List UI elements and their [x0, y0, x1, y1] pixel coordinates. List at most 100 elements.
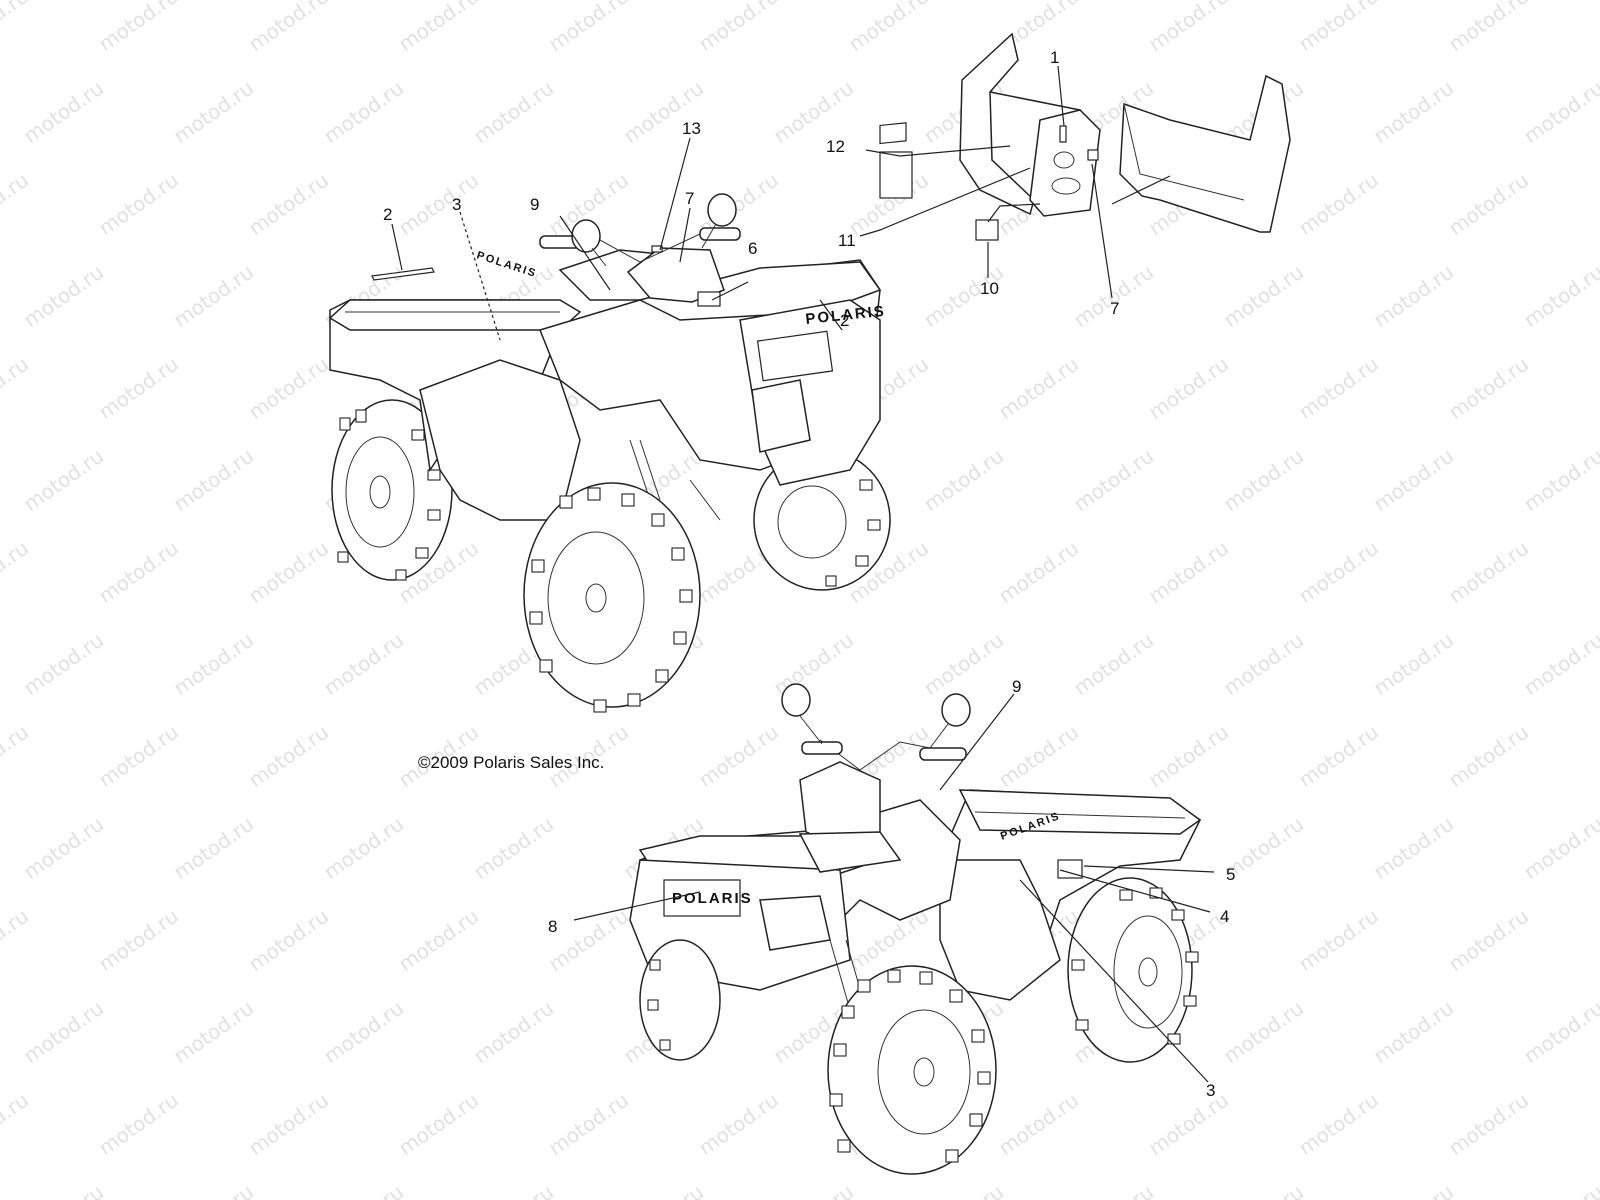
watermark-text: motod.ru: [1519, 1180, 1600, 1200]
watermark-text: motod.ru: [994, 1088, 1083, 1160]
watermark-text: motod.ru: [319, 996, 408, 1068]
callout-3-lower: 3: [1206, 1081, 1215, 1100]
callout-7-upper: 7: [685, 189, 694, 208]
watermark-text: motod.ru: [1444, 720, 1533, 792]
rear-rack: [328, 299, 582, 331]
lower-rear-wheel: [1067, 877, 1199, 1063]
watermark-text: motod.ru: [319, 76, 408, 148]
decal-7-small: [1087, 149, 1099, 161]
atv-lower-illustration: POLARIS POLARIS: [629, 683, 1202, 1175]
watermark-text: motod.ru: [19, 444, 108, 516]
watermark-text: motod.ru: [94, 720, 183, 792]
watermark-text: motod.ru: [19, 812, 108, 884]
watermark-text: motod.ru: [1444, 168, 1533, 240]
watermark-text: motod.ru: [169, 628, 258, 700]
watermark-text: motod.ru: [1444, 352, 1533, 424]
watermark-text: motod.ru: [1519, 996, 1600, 1068]
left-hood-panel: [959, 32, 1035, 216]
watermark-text: motod.ru: [1294, 904, 1383, 976]
watermark-text: motod.ru: [1519, 628, 1600, 700]
watermark-text: motod.ru: [19, 1180, 108, 1200]
watermark-text: motod.ru: [394, 168, 483, 240]
callout-5: 5: [1226, 865, 1235, 884]
watermark-text: motod.ru: [1369, 76, 1458, 148]
lower-front-near-wheel: [827, 965, 997, 1175]
callout-12: 12: [826, 137, 845, 156]
watermark-text: motod.ru: [1594, 720, 1600, 792]
watermark-text: motod.ru: [919, 444, 1008, 516]
watermark-text: motod.ru: [1294, 1088, 1383, 1160]
watermark-text: motod.ru: [994, 720, 1083, 792]
atv-upper-illustration: POLARIS POLARIS: [328, 193, 891, 713]
watermark-text: motod.ru: [1294, 536, 1383, 608]
watermark-text: motod.ru: [0, 352, 33, 424]
watermark-text: motod.ru: [394, 0, 483, 56]
callout-13: 13: [682, 119, 701, 138]
watermark-text: motod.ru: [19, 628, 108, 700]
watermark-text: motod.ru: [1594, 168, 1600, 240]
lower-left-mirror: [781, 683, 811, 717]
watermark-text: motod.ru: [1294, 168, 1383, 240]
watermark-text: motod.ru: [94, 904, 183, 976]
decal-6: [697, 291, 721, 307]
center-console: [1029, 109, 1101, 217]
watermark-text: motod.ru: [1219, 1180, 1308, 1200]
watermark-text: motod.ru: [1144, 720, 1233, 792]
watermark-text: motod.ru: [1594, 536, 1600, 608]
watermark-text: motod.ru: [1594, 352, 1600, 424]
watermark-text: motod.ru: [169, 260, 258, 332]
lower-rear-rack: [958, 789, 1202, 835]
lower-front-far-wheel: [639, 939, 721, 1061]
watermark-text: motod.ru: [469, 812, 558, 884]
watermark-text: motod.ru: [844, 0, 933, 56]
watermark-text: motod.ru: [919, 628, 1008, 700]
watermark-text: motod.ru: [1444, 536, 1533, 608]
watermark-text: motod.ru: [1294, 720, 1383, 792]
watermark-text: motod.ru: [1069, 444, 1158, 516]
watermark-text: motod.ru: [1594, 1088, 1600, 1160]
callout-3-upper: 3: [452, 195, 461, 214]
leader-lines: [391, 65, 1215, 1083]
callout-7-hood: 7: [1110, 299, 1119, 318]
right-mirror: [707, 193, 737, 227]
watermark-text: motod.ru: [1144, 536, 1233, 608]
watermark-text: motod.ru: [1219, 996, 1308, 1068]
callout-4: 4: [1220, 907, 1229, 926]
watermark-text: motod.ru: [919, 1180, 1008, 1200]
watermark-text: motod.ru: [469, 76, 558, 148]
watermark-text: motod.ru: [0, 1088, 33, 1160]
lower-side-panel: [939, 859, 1061, 1001]
right-hood-panel: [1119, 74, 1291, 233]
decal-13: [651, 245, 663, 253]
watermark-text: motod.ru: [694, 720, 783, 792]
decal-10: [975, 219, 999, 241]
watermark-text: motod.ru: [394, 1088, 483, 1160]
watermark-text: motod.ru: [469, 1180, 558, 1200]
watermark-text: motod.ru: [244, 904, 333, 976]
watermark-text: motod.ru: [1219, 260, 1308, 332]
watermark-text: motod.ru: [1369, 444, 1458, 516]
decal-5: [1057, 859, 1083, 879]
watermark-text: motod.ru: [0, 720, 33, 792]
callout-1: 1: [1050, 48, 1059, 67]
watermark-text: motod.ru: [0, 0, 33, 56]
watermark-text: motod.ru: [1219, 444, 1308, 516]
callout-2-front: 2: [840, 311, 849, 330]
callout-labels: 1 2 2 3 3 4 5 6 7 7 8 9 9 10 11 12 13: [383, 48, 1235, 1100]
watermark-text: motod.ru: [94, 536, 183, 608]
watermark-text: motod.ru: [244, 536, 333, 608]
watermark-text: motod.ru: [1369, 1180, 1458, 1200]
watermark-text: motod.ru: [1069, 1180, 1158, 1200]
watermark-text: motod.ru: [0, 536, 33, 608]
front-left-wheel: [523, 482, 701, 713]
watermark-text: motod.ru: [1369, 260, 1458, 332]
watermark-text: motod.ru: [244, 1088, 333, 1160]
watermark-text: motod.ru: [244, 720, 333, 792]
callout-8: 8: [548, 917, 557, 936]
brand-badge-front-lower: POLARIS: [672, 890, 753, 907]
watermark-text: motod.ru: [1144, 352, 1233, 424]
callout-2-rack: 2: [383, 205, 392, 224]
watermark-text: motod.ru: [1444, 0, 1533, 56]
callout-9-lower: 9: [1012, 677, 1021, 696]
